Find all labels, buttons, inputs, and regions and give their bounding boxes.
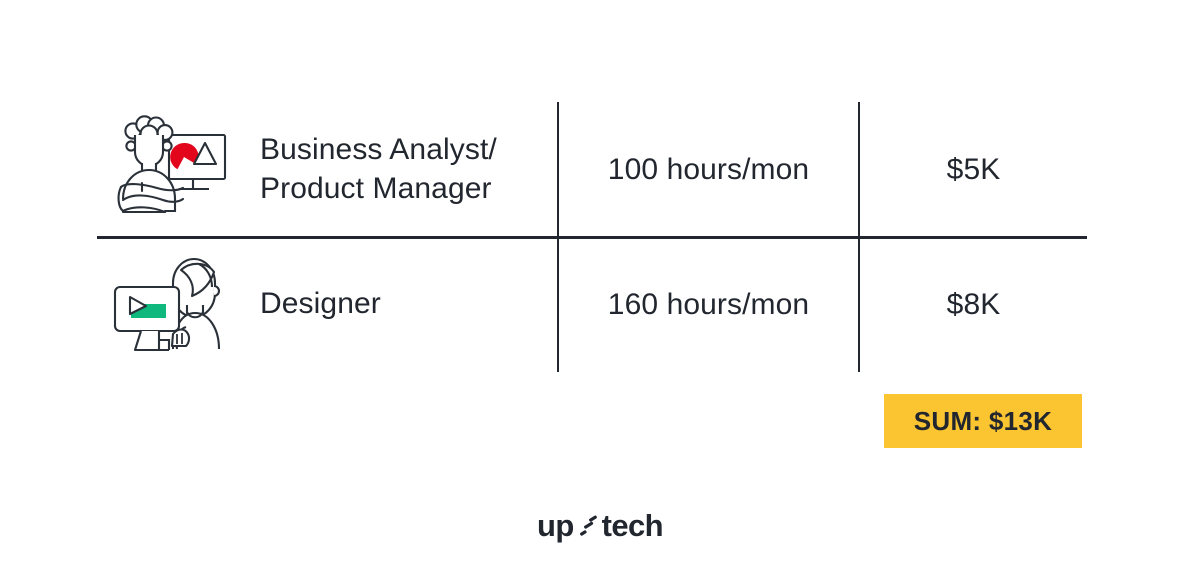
hours-value: 100 hours/mon bbox=[607, 152, 810, 186]
brand-logo: up tech bbox=[0, 508, 1200, 544]
hours-value: 160 hours/mon bbox=[607, 287, 810, 321]
role-icon-cell bbox=[97, 113, 242, 226]
role-label: Designer bbox=[242, 285, 557, 323]
role-label: Business Analyst/ Product Manager bbox=[242, 131, 557, 208]
designer-icon bbox=[111, 250, 229, 359]
price-value: $5K bbox=[946, 152, 1001, 186]
table-row: Business Analyst/ Product Manager 100 ho… bbox=[97, 102, 1087, 237]
column-divider-price bbox=[858, 102, 860, 372]
sum-badge: SUM: $13K bbox=[884, 394, 1082, 448]
pricing-table: Business Analyst/ Product Manager 100 ho… bbox=[97, 102, 1087, 372]
row-divider bbox=[97, 236, 1087, 239]
column-divider-hours bbox=[557, 102, 559, 372]
role-icon-cell bbox=[97, 250, 242, 359]
role-label-line-1: Business Analyst/ bbox=[260, 133, 497, 167]
role-label-line-1: Designer bbox=[260, 287, 381, 321]
role-label-line-2: Product Manager bbox=[260, 171, 492, 205]
table-row: Designer 160 hours/mon $8K bbox=[97, 237, 1087, 372]
logo-text-tech: tech bbox=[601, 508, 664, 543]
logo-text-up: up bbox=[536, 508, 574, 543]
price-value: $8K bbox=[946, 287, 1001, 321]
business-analyst-icon bbox=[111, 113, 229, 226]
motion-dashes-mark bbox=[575, 514, 601, 540]
